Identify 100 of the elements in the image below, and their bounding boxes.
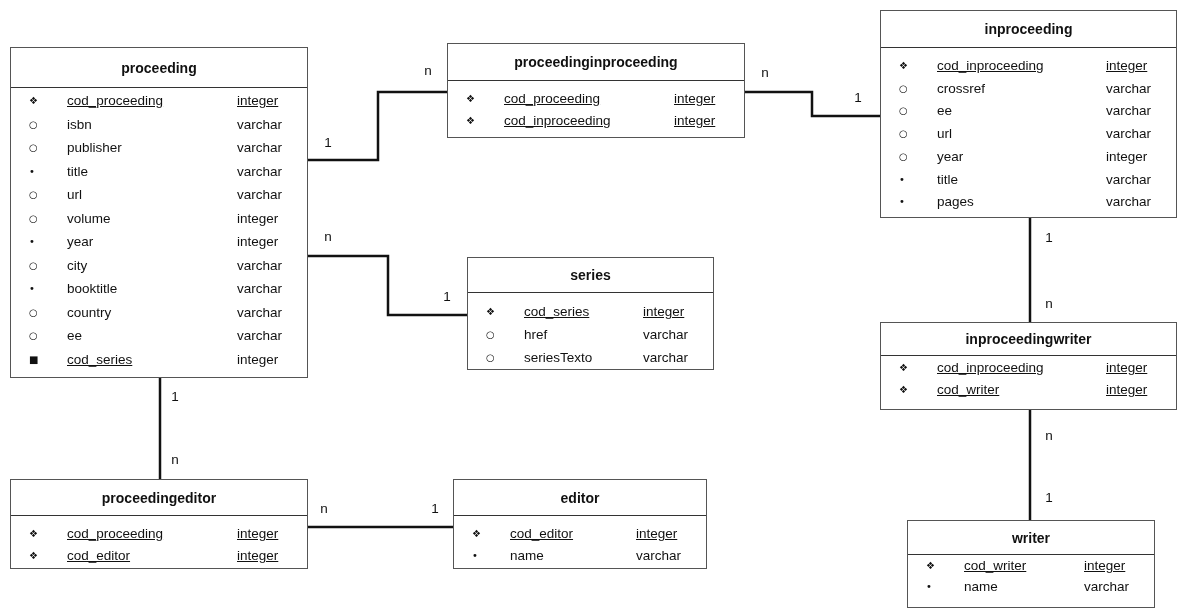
column-type: integer bbox=[237, 210, 279, 227]
field-marker: • bbox=[29, 235, 35, 249]
entity-table bbox=[880, 10, 1177, 218]
column-type: varchar bbox=[237, 328, 282, 344]
cardinality-label: 1 bbox=[1045, 490, 1053, 506]
column-name: pages bbox=[937, 194, 974, 211]
column-type: integer bbox=[1106, 382, 1148, 398]
column-name: cod_series bbox=[524, 304, 590, 320]
relationship-line bbox=[1028, 218, 1032, 322]
column-type: integer bbox=[237, 548, 279, 564]
cardinality-label: n bbox=[320, 501, 328, 517]
column-type: varchar bbox=[237, 257, 282, 274]
column-type: integer bbox=[674, 113, 716, 129]
column-type: integer bbox=[636, 526, 678, 542]
cardinality-label: 1 bbox=[324, 135, 332, 151]
relationship-line bbox=[308, 90, 447, 162]
column-type: varchar bbox=[237, 187, 282, 203]
column-name: year bbox=[67, 234, 94, 250]
column-type: integer bbox=[237, 93, 279, 109]
field-marker: ❖ bbox=[29, 549, 38, 563]
field-marker: • bbox=[472, 549, 478, 563]
cardinality-label: 1 bbox=[171, 389, 179, 405]
column-name: cod_writer bbox=[964, 558, 1027, 574]
cardinality-label: n bbox=[171, 452, 179, 468]
column-name: title bbox=[67, 163, 88, 180]
table-title: editor bbox=[560, 489, 600, 506]
column-type: varchar bbox=[237, 281, 282, 297]
field-marker: ❖ bbox=[486, 305, 495, 319]
column-name: cod_inproceeding bbox=[937, 360, 1044, 376]
entity-table bbox=[10, 479, 308, 569]
column-type: varchar bbox=[1106, 194, 1151, 211]
field-marker: ❖ bbox=[899, 59, 908, 73]
column-type: integer bbox=[1106, 58, 1148, 74]
column-type: varchar bbox=[237, 304, 282, 321]
column-name: cod_inproceeding bbox=[937, 58, 1044, 74]
column-type: varchar bbox=[643, 350, 688, 366]
table-title: proceedinginproceeding bbox=[514, 54, 678, 70]
entity-table bbox=[907, 520, 1155, 608]
entity-table bbox=[467, 257, 714, 370]
entity-table bbox=[453, 479, 707, 569]
field-marker: ○ bbox=[29, 305, 38, 320]
entity-table bbox=[447, 43, 745, 138]
column-name: publisher bbox=[67, 140, 122, 156]
field-marker: ○ bbox=[29, 211, 38, 226]
column-type: integer bbox=[674, 91, 716, 107]
column-type: varchar bbox=[1084, 579, 1129, 595]
cardinality-label: n bbox=[761, 65, 769, 81]
column-name: cod_editor bbox=[510, 526, 574, 542]
column-name: crossref bbox=[937, 80, 985, 97]
table-title: proceeding bbox=[121, 59, 197, 76]
column-name: cod_editor bbox=[67, 548, 131, 564]
field-marker: • bbox=[926, 580, 932, 594]
column-name: cod_proceeding bbox=[67, 93, 164, 109]
field-marker: ○ bbox=[899, 149, 908, 164]
column-name: seriesTexto bbox=[524, 350, 593, 366]
field-marker: • bbox=[29, 282, 35, 296]
table-title: series bbox=[570, 267, 611, 283]
field-marker: ○ bbox=[486, 351, 495, 365]
column-type: integer bbox=[1106, 148, 1148, 165]
column-type: varchar bbox=[1106, 171, 1151, 188]
relationship-line bbox=[1028, 410, 1032, 520]
column-name: url bbox=[937, 126, 952, 143]
column-type: varchar bbox=[1106, 103, 1151, 120]
column-name: name bbox=[964, 579, 998, 595]
column-type: varchar bbox=[636, 548, 681, 564]
column-name: title bbox=[937, 171, 958, 188]
field-marker: ❖ bbox=[29, 527, 38, 541]
cardinality-label: 1 bbox=[431, 501, 439, 517]
field-marker: ○ bbox=[899, 104, 908, 119]
field-marker: ❖ bbox=[466, 92, 475, 106]
field-marker: ○ bbox=[29, 188, 38, 202]
field-marker: ○ bbox=[899, 127, 908, 142]
field-marker: ○ bbox=[29, 141, 38, 155]
column-name: url bbox=[67, 187, 82, 203]
column-name: city bbox=[67, 257, 88, 274]
column-type: varchar bbox=[1106, 80, 1151, 97]
entity-table bbox=[10, 47, 308, 378]
cardinality-label: n bbox=[1045, 428, 1053, 444]
column-type: integer bbox=[1106, 360, 1148, 376]
column-name: isbn bbox=[67, 116, 92, 133]
field-marker: ○ bbox=[29, 258, 38, 273]
column-type: varchar bbox=[237, 140, 282, 156]
cardinality-label: n bbox=[424, 63, 432, 79]
field-marker: ❖ bbox=[466, 114, 475, 128]
column-name: cod_inproceeding bbox=[504, 113, 611, 129]
field-marker: ❖ bbox=[926, 559, 935, 573]
column-type: integer bbox=[237, 526, 279, 542]
column-name: cod_series bbox=[67, 351, 133, 368]
table-title: writer bbox=[1011, 529, 1051, 546]
field-marker: ❖ bbox=[899, 383, 908, 397]
cardinality-label: 1 bbox=[1045, 230, 1053, 246]
column-name: href bbox=[524, 327, 548, 343]
column-name: ee bbox=[67, 328, 83, 344]
column-name: name bbox=[510, 548, 544, 564]
column-type: varchar bbox=[237, 163, 282, 180]
field-marker: ❖ bbox=[899, 361, 908, 375]
column-name: volume bbox=[67, 210, 111, 227]
column-name: booktitle bbox=[67, 281, 118, 297]
field-marker: ○ bbox=[29, 329, 38, 343]
column-name: country bbox=[67, 304, 112, 321]
